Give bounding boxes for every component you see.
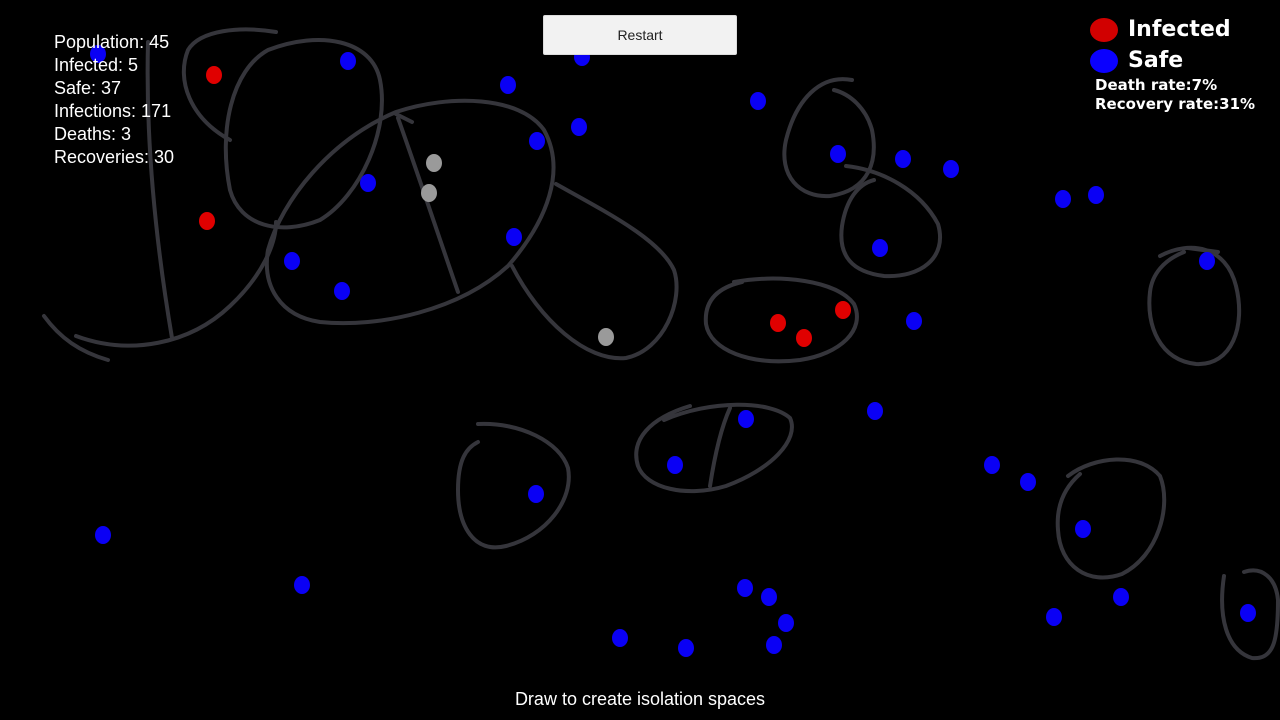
barrier-stroke	[74, 220, 278, 348]
safe-agent-dot	[506, 228, 522, 246]
stat-recoveries: Recoveries: 30	[54, 147, 175, 167]
recovered-agent-dot	[421, 184, 437, 202]
barrier-stroke	[223, 38, 384, 230]
stat-population: Population: 45	[54, 32, 170, 52]
safe-agent-dot	[906, 312, 922, 330]
stat-deaths: Deaths: 3	[54, 124, 132, 144]
safe-agent-dot	[1088, 186, 1104, 204]
safe-agent-dot	[766, 636, 782, 654]
safe-agent-dot	[667, 456, 683, 474]
safe-swatch-icon	[1090, 48, 1118, 73]
safe-agent-dot	[571, 118, 587, 136]
barrier-stroke	[634, 402, 794, 494]
safe-agent-dot	[895, 150, 911, 168]
barrier-stroke	[708, 406, 732, 488]
recovered-agent-dot	[598, 328, 614, 346]
infected-agent-dot	[835, 301, 851, 319]
stat-infections: Infections: 171	[54, 101, 172, 121]
legend-safe: Safe	[1088, 45, 1278, 76]
safe-agent-dot	[500, 76, 516, 94]
safe-agent-dot	[830, 145, 846, 163]
safe-agent-dot	[1075, 520, 1091, 538]
barrier-stroke	[145, 40, 174, 340]
barrier-strokes	[42, 27, 1280, 661]
barrier-stroke	[839, 164, 942, 279]
legend-infected: Infected	[1088, 14, 1278, 45]
safe-agent-dot	[1020, 473, 1036, 491]
barrier-stroke	[1186, 246, 1220, 254]
safe-agent-dot	[529, 132, 545, 150]
barrier-stroke	[264, 98, 556, 326]
stat-safe: Safe: 37	[54, 78, 122, 98]
safe-agent-dot	[778, 614, 794, 632]
barrier-stroke	[456, 421, 571, 550]
safe-agent-dot	[1113, 588, 1129, 606]
safe-agent-dot	[1199, 252, 1215, 270]
safe-agent-dot	[943, 160, 959, 178]
safe-agent-dot	[750, 92, 766, 110]
safe-agent-dot	[1046, 608, 1062, 626]
barrier-stroke	[703, 276, 859, 364]
legend: Infected Safe Death rate:7% Recovery rat…	[1088, 14, 1278, 114]
barrier-stroke	[1220, 568, 1280, 661]
safe-agent-dot	[872, 239, 888, 257]
infected-agent-dot	[206, 66, 222, 84]
recovery-rate: Recovery rate:31%	[1095, 95, 1256, 113]
barrier-stroke	[1055, 457, 1167, 580]
safe-agent-dot	[984, 456, 1000, 474]
safe-agent-dot	[678, 639, 694, 657]
barrier-stroke	[510, 182, 679, 361]
stat-infected: Infected: 5	[54, 55, 139, 75]
barrier-stroke	[782, 77, 876, 199]
infected-swatch-icon	[1090, 17, 1118, 42]
safe-agent-dot	[90, 45, 106, 63]
safe-agent-dot	[528, 485, 544, 503]
safe-agent-dot	[867, 402, 883, 420]
safe-agent-dot	[294, 576, 310, 594]
recovered-agent-dot	[426, 154, 442, 172]
barrier-stroke	[396, 116, 460, 294]
barrier-stroke	[181, 27, 278, 142]
safe-agent-dot	[340, 52, 356, 70]
infected-agent-dot	[199, 212, 215, 230]
barrier-stroke	[42, 314, 110, 362]
safe-agent-dot	[761, 588, 777, 606]
safe-agent-dot	[360, 174, 376, 192]
safe-agent-dot	[737, 579, 753, 597]
barrier-stroke	[394, 112, 414, 124]
safe-agent-dot	[738, 410, 754, 428]
safe-agent-dot	[612, 629, 628, 647]
legend-infected-label: Infected	[1128, 17, 1231, 42]
safe-agent-dot	[1055, 190, 1071, 208]
instruction-text: Draw to create isolation spaces	[514, 689, 766, 709]
agent-dots	[90, 45, 1256, 657]
barrier-stroke	[1147, 245, 1242, 367]
infected-agent-dot	[796, 329, 812, 347]
safe-agent-dot	[284, 252, 300, 270]
safe-agent-dot	[1240, 604, 1256, 622]
stats-panel: Population: 45 Infected: 5 Safe: 37 Infe…	[54, 31, 174, 169]
restart-button[interactable]: Restart	[543, 15, 737, 55]
legend-safe-label: Safe	[1128, 48, 1184, 73]
safe-agent-dot	[334, 282, 350, 300]
safe-agent-dot	[95, 526, 111, 544]
death-rate: Death rate:7%	[1095, 76, 1218, 94]
infected-agent-dot	[770, 314, 786, 332]
